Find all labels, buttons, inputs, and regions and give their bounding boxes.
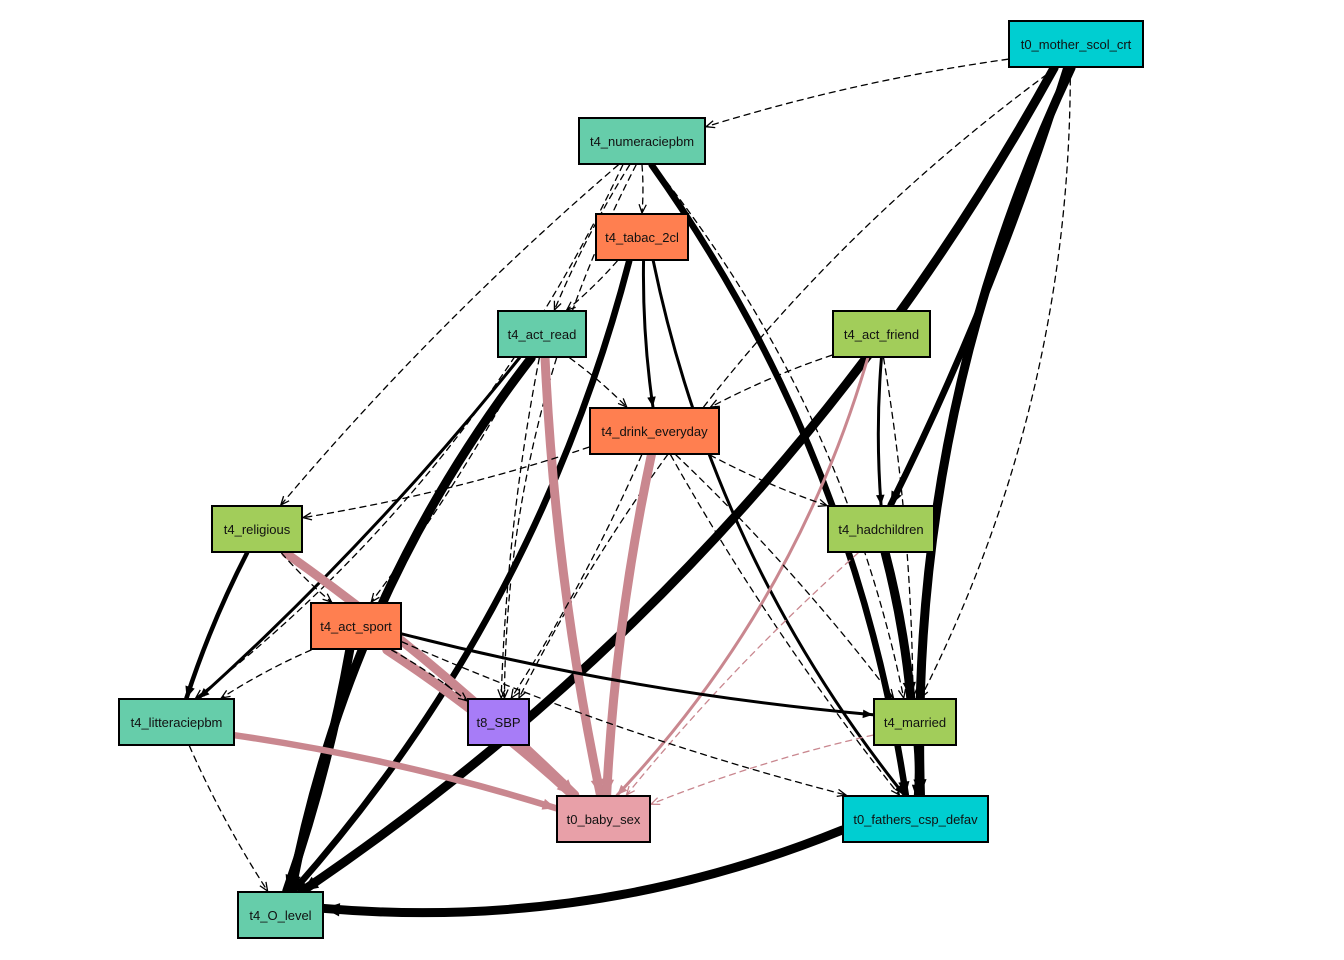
edge-t0_fathers_csp_defav-to-t4_O_level	[319, 825, 847, 918]
node-t0-fathers-csp-defav[interactable]: t0_fathers_csp_defav	[842, 795, 989, 843]
arrowhead-t4_tabac_2cl-to-t4_O_level	[293, 877, 307, 891]
edge-t4_numeraciepbm-to-t4_tabac_2cl	[641, 164, 644, 214]
edge-t4_numeraciepbm-to-t4_religious	[280, 164, 619, 506]
node-label: t0_baby_sex	[566, 811, 641, 827]
node-label: t4_drink_everyday	[601, 423, 708, 439]
edge-t0_mother_scol_crt-to-t4_married	[920, 67, 1071, 699]
arrowhead-t0_mother_scol_crt-to-t4_O_level	[302, 876, 320, 891]
edge-t4_act_read-to-t4_act_sport	[370, 357, 528, 603]
edge-t4_act_read-to-t4_litteraciepbm	[197, 356, 521, 700]
arrowhead-t4_married-to-t0_fathers_csp_defav	[911, 784, 921, 795]
node-t4-married[interactable]: t4_married	[873, 698, 957, 746]
arrowhead-t4_married-to-t0_baby_sex	[649, 797, 661, 806]
node-label: t4_hadchildren	[838, 521, 924, 537]
node-label: t4_act_read	[507, 326, 577, 342]
node-label: t0_fathers_csp_defav	[853, 811, 978, 827]
arrowhead-t4_tabac_2cl-to-t0_fathers_csp_defav	[894, 784, 905, 795]
node-t4-tabac-2cl[interactable]: t4_tabac_2cl	[595, 213, 689, 261]
edge-t4_religious-to-t4_litteraciepbm	[184, 550, 250, 701]
edge-t4_tabac_2cl-to-t4_O_level	[290, 257, 633, 895]
node-label: t8_SBP	[476, 714, 521, 730]
edge-t4_married-to-t0_baby_sex	[650, 734, 874, 805]
arrowhead-t4_litteraciepbm-to-t0_baby_sex	[541, 798, 556, 810]
edge-t4_numeraciepbm-to-t4_litteraciepbm	[195, 164, 624, 699]
arrowhead-t4_act_friend-to-t0_baby_sex	[617, 784, 628, 795]
node-t4-act-sport[interactable]: t4_act_sport	[310, 602, 402, 650]
edge-t4_hadchildren-to-t4_married	[880, 548, 916, 703]
arrowhead-t4_act_sport-to-t0_baby_sex	[556, 779, 573, 795]
arrowhead-t4_act_read-to-t0_baby_sex	[590, 778, 604, 795]
node-label: t4_act_friend	[843, 326, 920, 342]
edge-t0_mother_scol_crt-to-t8_SBP	[518, 67, 1057, 699]
arrowhead-t4_drink_everyday-to-t0_baby_sex	[600, 779, 615, 795]
edge-t4_drink_everyday-to-t0_fathers_csp_defav	[669, 454, 901, 796]
edge-t4_tabac_2cl-to-t4_drink_everyday	[641, 259, 655, 409]
edge-t4_act_sport-to-t4_married	[400, 632, 875, 717]
arrowhead-t0_fathers_csp_defav-to-t4_O_level	[324, 903, 341, 917]
node-label: t4_married	[883, 714, 947, 730]
node-label: t4_religious	[223, 521, 291, 537]
node-label: t4_O_level	[249, 907, 312, 923]
node-t4-drink-everyday[interactable]: t4_drink_everyday	[589, 407, 720, 455]
arrowhead-t4_drink_everyday-to-t4_hadchildren	[817, 498, 829, 507]
node-t0-mother-scol-crt[interactable]: t0_mother_scol_crt	[1008, 20, 1144, 68]
node-label: t4_litteraciepbm	[130, 714, 223, 730]
edge-t4_litteraciepbm-to-t0_baby_sex	[231, 732, 560, 812]
edge-t4_act_read-to-t8_SBP	[500, 357, 540, 699]
node-t4-religious[interactable]: t4_religious	[211, 505, 303, 553]
edges-layer	[184, 58, 1076, 918]
arrowhead-t4_litteraciepbm-to-t4_O_level	[259, 881, 269, 893]
arrowhead-t4_religious-to-t4_litteraciepbm	[185, 685, 195, 698]
arrowhead-t4_tabac_2cl-to-t4_drink_everyday	[647, 396, 656, 407]
edge-t4_litteraciepbm-to-t4_O_level	[188, 745, 269, 892]
node-t4-act-friend[interactable]: t4_act_friend	[832, 310, 931, 358]
node-label: t4_act_sport	[320, 618, 392, 634]
edge-t4_drink_everyday-to-t0_baby_sex	[602, 450, 656, 800]
edge-t4_act_read-to-t4_drink_everyday	[569, 357, 628, 408]
node-label: t4_tabac_2cl	[605, 229, 679, 245]
edge-t4_act_sport-to-t4_litteraciepbm	[220, 649, 312, 699]
arrowhead-t4_act_read-to-t4_litteraciepbm	[199, 688, 210, 698]
edge-t4_act_sport-to-t4_O_level	[282, 645, 355, 896]
node-t4-litteraciepbm[interactable]: t4_litteraciepbm	[118, 698, 235, 746]
node-t4-numeraciepbm[interactable]: t4_numeraciepbm	[578, 117, 706, 165]
node-t8-sbp[interactable]: t8_SBP	[467, 698, 530, 746]
node-t4-o-level[interactable]: t4_O_level	[237, 891, 324, 939]
arrowhead-t4_hadchildren-to-t4_married	[902, 681, 916, 698]
edge-t0_mother_scol_crt-to-t4_O_level	[297, 63, 1059, 896]
arrowhead-t0_mother_scol_crt-to-t4_numeraciepbm	[704, 120, 716, 129]
edge-t4_act_friend-to-t4_drink_everyday	[710, 354, 833, 408]
edge-t4_numeraciepbm-to-t0_fathers_csp_defav	[648, 161, 910, 799]
node-t4-hadchildren[interactable]: t4_hadchildren	[827, 505, 935, 553]
edge-t4_act_sport-to-t8_SBP	[390, 649, 468, 702]
arrowhead-t4_drink_everyday-to-t4_religious	[301, 512, 313, 521]
edge-t4_numeraciepbm-to-t4_act_read	[553, 164, 631, 311]
arrowhead-t4_act_read-to-t4_act_sport	[370, 592, 380, 604]
edge-t4_drink_everyday-to-t4_hadchildren	[709, 454, 828, 507]
arrowhead-t4_numeraciepbm-to-t0_fathers_csp_defav	[898, 780, 910, 795]
edge-t4_act_friend-to-t4_hadchildren	[876, 356, 883, 507]
arrowhead-t4_act_sport-to-t4_married	[862, 709, 873, 719]
edge-t4_numeraciepbm-to-t4_married	[652, 164, 905, 699]
arrowhead-t4_act_friend-to-t4_hadchildren	[876, 494, 885, 505]
node-t4-act-read[interactable]: t4_act_read	[497, 310, 587, 358]
node-t0-baby-sex[interactable]: t0_baby_sex	[556, 795, 651, 843]
edge-t4_drink_everyday-to-t8_SBP	[510, 454, 643, 699]
arrowhead-t0_mother_scol_crt-to-t4_hadchildren	[890, 490, 902, 505]
edge-t4_tabac_2cl-to-t0_fathers_csp_defav	[651, 259, 906, 797]
edge-t0_mother_scol_crt-to-t0_fathers_csp_defav	[915, 63, 1076, 800]
arrowhead-t4_act_sport-to-t4_O_level	[285, 874, 299, 891]
edge-t0_mother_scol_crt-to-t4_numeraciepbm	[705, 58, 1009, 128]
node-label: t0_mother_scol_crt	[1020, 36, 1132, 52]
edge-t4_religious-to-t4_act_sport	[280, 552, 333, 603]
edge-t4_drink_everyday-to-t4_religious	[302, 446, 590, 519]
edge-t4_act_read-to-t0_baby_sex	[540, 353, 605, 800]
edge-t4_act_sport-to-t0_fathers_csp_defav	[401, 641, 847, 796]
edge-t4_hadchildren-to-t0_baby_sex	[625, 552, 859, 796]
node-label: t4_numeraciepbm	[589, 133, 695, 149]
edge-t4_drink_everyday-to-t4_married	[675, 454, 895, 699]
arrowhead-t4_act_sport-to-t4_litteraciepbm	[219, 689, 231, 699]
edge-t4_tabac_2cl-to-t4_act_read	[566, 260, 618, 311]
